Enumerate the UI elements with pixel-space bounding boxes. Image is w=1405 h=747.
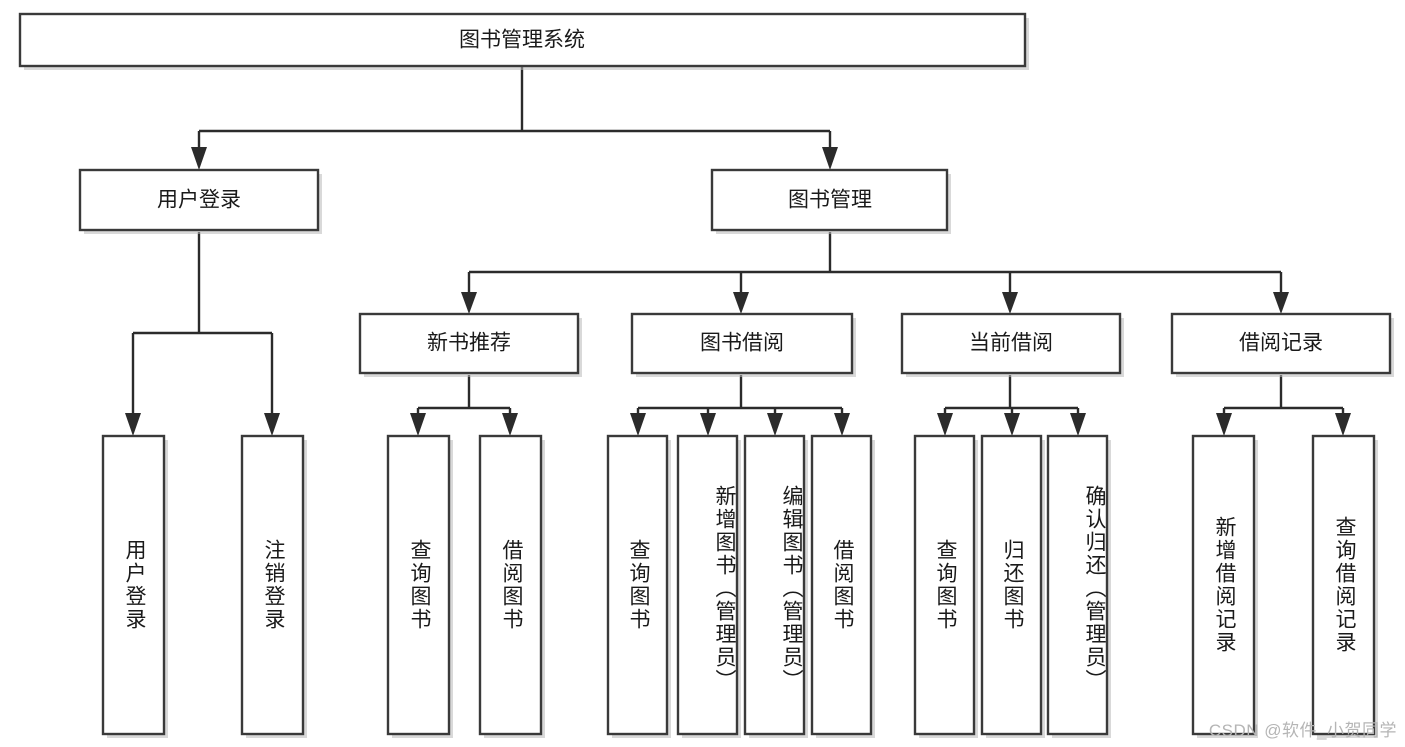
leaf-current-borrow-2-rect: [980, 434, 1043, 736]
leaf-book-borrow-4-rect: [810, 434, 873, 736]
connector-root-to-level2: [191, 66, 838, 170]
node-user-login-rect: [78, 168, 320, 232]
node-book-manage-rect: [710, 168, 949, 232]
leaf-borrow-record-1[interactable]: [1191, 434, 1258, 738]
arrow-book-manage: [822, 147, 838, 170]
node-root[interactable]: 图书管理系统: [18, 12, 1029, 70]
connector-bookborrow-to-leaves: [630, 375, 850, 436]
leaf-user-login-2-rect: [240, 434, 305, 736]
node-root-rect: [18, 12, 1027, 68]
leaf-new-book-1[interactable]: [386, 434, 453, 738]
node-book-borrow-rect: [630, 312, 854, 375]
arrow-currentborrow-leaf-3: [1070, 413, 1086, 436]
leaf-current-borrow-1[interactable]: [913, 434, 978, 738]
node-user-login-label: 用户登录: [157, 189, 241, 212]
leaf-new-book-2[interactable]: [478, 434, 545, 738]
node-new-book-recommend[interactable]: 新书推荐: [358, 312, 582, 377]
arrow-bookborrow: [733, 292, 749, 314]
leaf-current-borrow-3-rect: [1046, 434, 1109, 736]
node-new-book-recommend-rect: [358, 312, 580, 375]
leaf-current-borrow-3[interactable]: [1046, 434, 1111, 738]
arrow-currentborrow: [1002, 292, 1018, 314]
node-current-borrow-rect: [900, 312, 1122, 375]
leaf-new-book-2-rect: [478, 434, 543, 736]
arrow-currentborrow-leaf-2: [1004, 413, 1020, 436]
arrow-newbook: [461, 292, 477, 314]
leaf-borrow-record-2[interactable]: [1311, 434, 1378, 738]
node-current-borrow[interactable]: 当前借阅: [900, 312, 1124, 377]
leaf-user-login-2[interactable]: [240, 434, 307, 738]
leaf-current-borrow-2[interactable]: [980, 434, 1045, 738]
node-current-borrow-label: 当前借阅: [969, 332, 1053, 355]
arrow-newbook-leaf-2: [502, 413, 518, 436]
node-book-borrow[interactable]: 图书借阅: [630, 312, 856, 377]
leaf-borrow-record-2-rect: [1311, 434, 1376, 736]
leaf-user-login-1-rect: [101, 434, 166, 736]
arrow-user-login: [191, 147, 207, 170]
connector-bookmanage-to-level3: [461, 232, 1289, 314]
leaf-book-borrow-2-rect: [676, 434, 739, 736]
leaf-book-borrow-1-rect: [606, 434, 669, 736]
arrow-userlogin-leaf-1: [125, 413, 141, 436]
leaf-book-borrow-3[interactable]: [743, 434, 808, 738]
leaf-borrow-record-1-rect: [1191, 434, 1256, 736]
connector-newbook-to-leaves: [410, 375, 518, 436]
arrow-newbook-leaf-1: [410, 413, 426, 436]
arrow-userlogin-leaf-2: [264, 413, 280, 436]
connector-borrowrecord-to-leaves: [1216, 375, 1351, 436]
leaf-current-borrow-1-rect: [913, 434, 976, 736]
arrow-currentborrow-leaf-1: [937, 413, 953, 436]
leaf-book-borrow-3-rect: [743, 434, 806, 736]
node-new-book-recommend-label: 新书推荐: [427, 332, 511, 355]
node-book-borrow-label: 图书借阅: [700, 332, 784, 355]
arrow-bookborrow-leaf-4: [834, 413, 850, 436]
node-borrow-record[interactable]: 借阅记录: [1170, 312, 1394, 377]
arrow-borrowrecord-leaf-2: [1335, 413, 1351, 436]
node-book-manage-label: 图书管理: [788, 189, 872, 212]
arrow-bookborrow-leaf-2: [700, 413, 716, 436]
connector-userlogin-to-leaves: [125, 232, 280, 436]
arrow-bookborrow-leaf-3: [767, 413, 783, 436]
watermark-label: CSDN @软件_小贺同学: [1208, 721, 1397, 740]
leaf-book-borrow-1[interactable]: [606, 434, 671, 738]
leaf-book-borrow-2[interactable]: [676, 434, 741, 738]
leaf-user-login-1[interactable]: [101, 434, 168, 738]
node-borrow-record-label: 借阅记录: [1239, 332, 1323, 355]
arrow-borrowrecord-leaf-1: [1216, 413, 1232, 436]
leaf-book-borrow-4[interactable]: [810, 434, 875, 738]
leaf-new-book-1-rect: [386, 434, 451, 736]
node-user-login[interactable]: 用户登录: [78, 168, 322, 234]
arrow-bookborrow-leaf-1: [630, 413, 646, 436]
node-root-label: 图书管理系统: [459, 29, 585, 52]
node-book-manage[interactable]: 图书管理: [710, 168, 951, 234]
node-borrow-record-rect: [1170, 312, 1392, 375]
connector-currentborrow-to-leaves: [937, 375, 1086, 436]
arrow-borrowrecord: [1273, 292, 1289, 314]
